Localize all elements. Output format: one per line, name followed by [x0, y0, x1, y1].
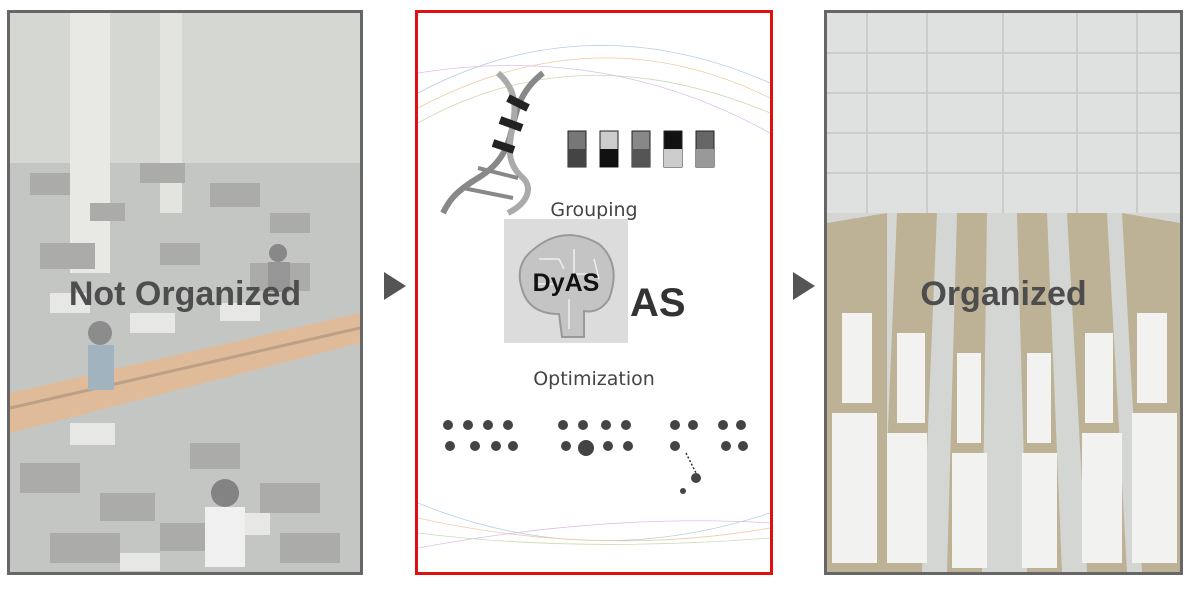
gene-blocks-icon — [567, 130, 715, 168]
dyas-label-fragment: AS — [630, 281, 686, 325]
light-overlay — [10, 13, 360, 572]
arrow-right-icon — [793, 272, 815, 300]
dna-helix-icon — [440, 70, 545, 216]
dyas-panel: Grouping DyAS AS Optimization — [415, 10, 773, 575]
not-organized-panel: Not Organized — [7, 10, 363, 575]
organized-panel: Organized — [824, 10, 1183, 575]
light-overlay — [827, 13, 1180, 572]
chaotic-warehouse-image — [10, 13, 360, 572]
grouping-label: Grouping — [550, 199, 638, 221]
dyas-label: DyAS — [532, 269, 600, 297]
decorative-swirls — [418, 45, 770, 549]
organized-label: Organized — [920, 275, 1087, 313]
optimization-gears-icon — [443, 420, 748, 494]
arrow-right-icon — [384, 272, 406, 300]
dyas-brain-logo: DyAS — [504, 219, 628, 343]
organized-warehouse-image — [827, 13, 1180, 572]
optimization-label: Optimization — [533, 368, 655, 390]
circuit-brain-icon — [518, 234, 615, 338]
not-organized-label: Not Organized — [68, 275, 302, 313]
